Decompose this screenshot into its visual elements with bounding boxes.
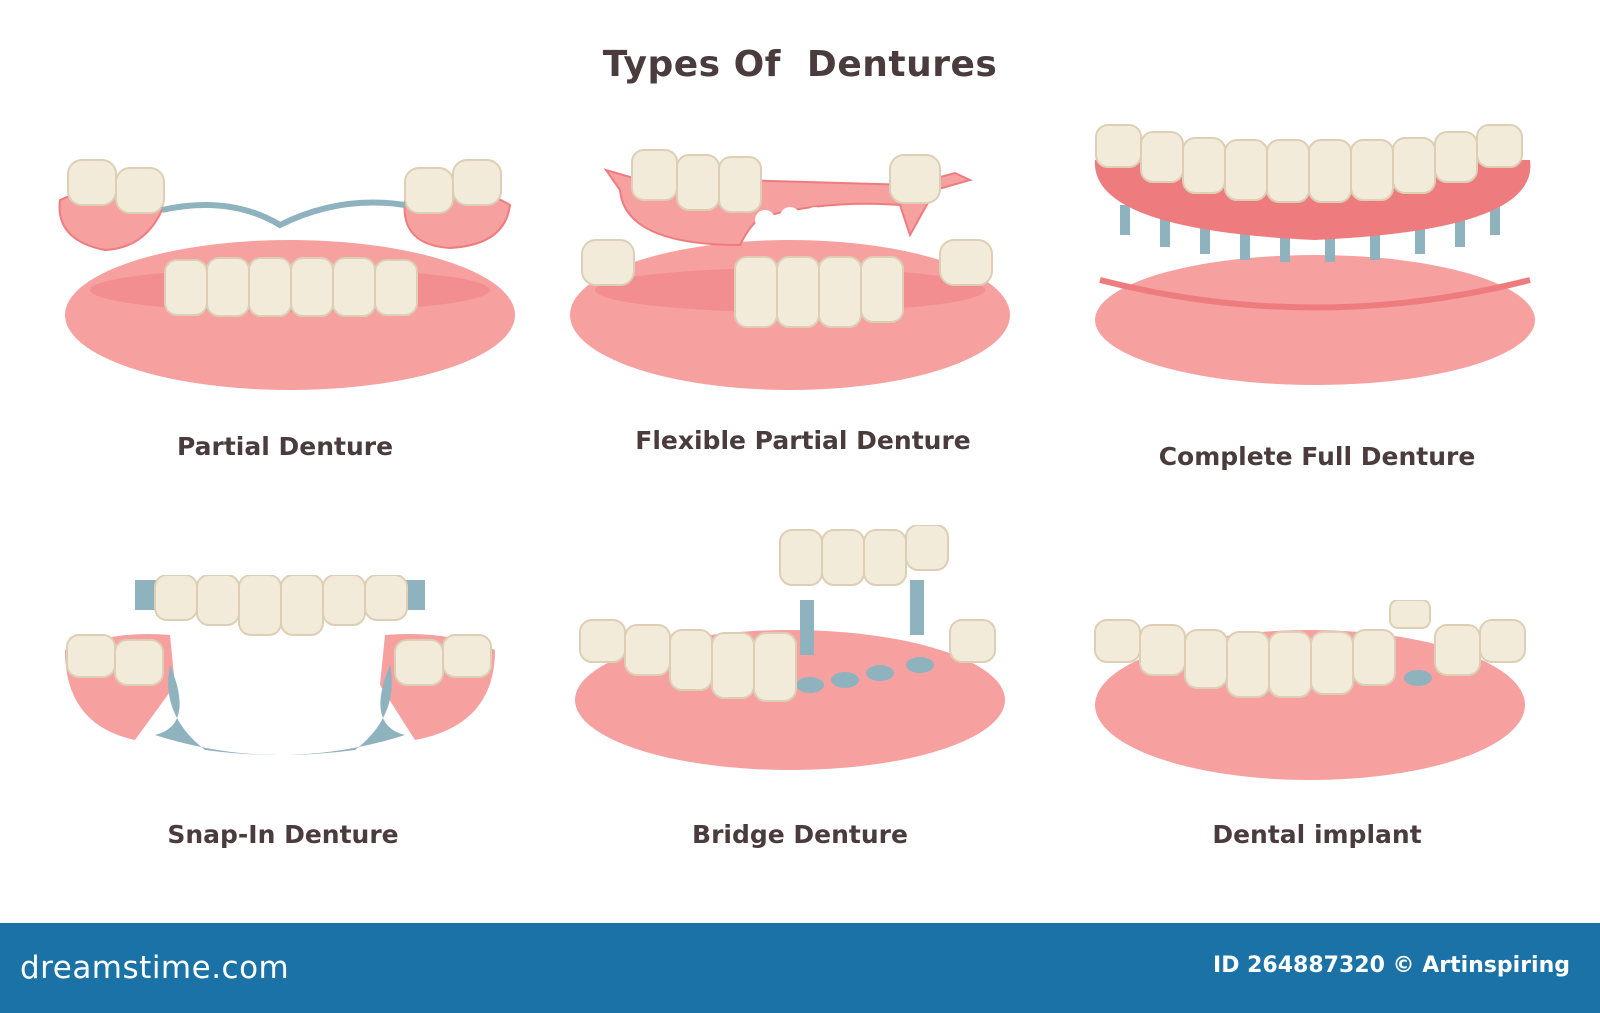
flexible-partial-denture-illustration [570,145,1020,395]
dental-implant-illustration [1090,600,1540,790]
complete-full-denture-illustration [1090,120,1550,395]
snap-in-denture-label: Snap-In Denture [167,820,399,849]
bridge-denture-illustration [575,525,1035,785]
partial-denture-illustration [50,150,530,400]
footer-bar: dreamstime.com ID 264887320 © Artinspiri… [0,923,1600,1013]
snap-in-denture-illustration [55,575,515,785]
brand-logo: dreamstime.com [20,950,290,986]
image-credit: ID 264887320 © Artinspiring [1213,953,1570,978]
complete-full-denture-label: Complete Full Denture [1158,442,1476,471]
flexible-partial-denture-label: Flexible Partial Denture [635,426,971,455]
partial-denture-label: Partial Denture [176,432,394,461]
bridge-denture-label: Bridge Denture [692,820,908,849]
dental-implant-label: Dental implant [1212,820,1422,849]
page-title: Types Of Dentures [602,44,998,85]
